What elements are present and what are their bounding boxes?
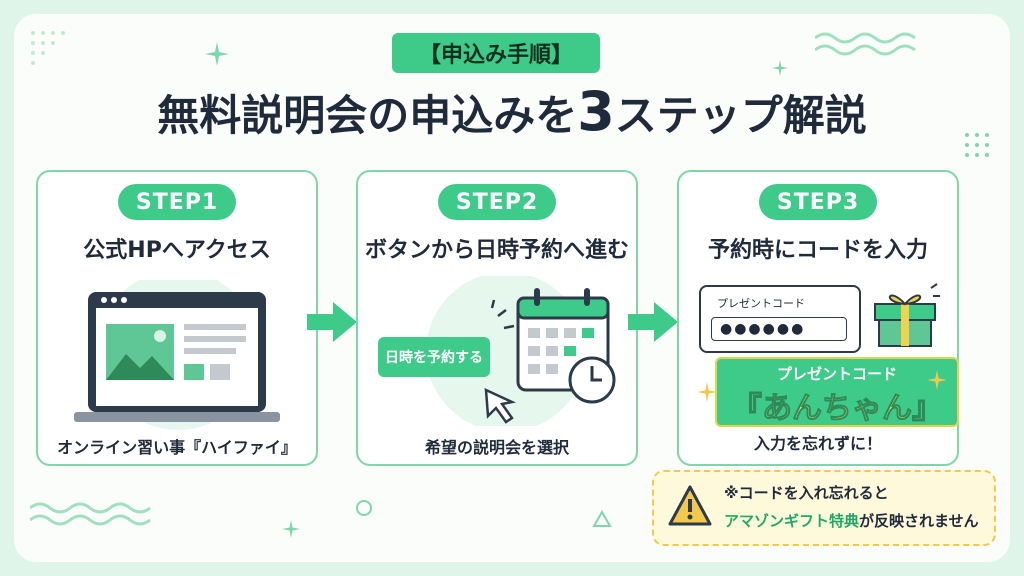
sparkle-icon (205, 42, 229, 66)
code-field-label: プレゼントコード (717, 297, 805, 310)
arrow-right-icon (307, 302, 357, 342)
title-post: ステップ解説 (614, 91, 867, 140)
sparkle-icon (927, 370, 947, 390)
warning-line2: アマゾンギフト特典が反映されません (724, 510, 979, 531)
step1-title: 公式HPへアクセス (83, 238, 271, 263)
sparkle-icon (282, 520, 300, 538)
calendar-clock-icon (426, 276, 616, 426)
warning-box: ※コードを入れ忘れると アマゾンギフト特典が反映されません (652, 470, 996, 546)
sparkle-icon (772, 60, 788, 76)
reserve-datetime-button[interactable]: 日時を予約する (378, 337, 490, 377)
step2-caption: 希望の説明会を選択 (424, 438, 569, 457)
warning-icon (668, 485, 712, 526)
title-pre: 無料説明会の申込みを (157, 91, 578, 140)
step2-title: ボタンから日時予約へ進む (364, 238, 629, 263)
step1-badge: STEP1 (118, 184, 236, 220)
step3-title: 予約時にコードを入力 (707, 238, 928, 263)
step2-panel: STEP2 ボタンから日時予約へ進む 日時を予約する 希望の説明会を選択 (356, 170, 638, 466)
present-code-label: プレゼントコード (776, 365, 897, 383)
procedure-tag: 【申込み手順】 (392, 33, 600, 73)
warning-line2-rest: が反映されません (859, 512, 979, 530)
step1-panel: STEP1 公式HPへアクセス オンライン習い事『ハイファイ』 (36, 170, 318, 466)
gift-icon (874, 283, 940, 347)
page-title: 無料説明会の申込みを3ステップ解説 (0, 80, 1024, 143)
arrow-right-icon (628, 302, 678, 342)
step2-badge: STEP2 (438, 184, 556, 220)
code-form: プレゼントコード ●●●●●● (699, 285, 861, 353)
step3-caption: 入力を忘れずに！ (753, 434, 882, 453)
step3-badge: STEP3 (759, 184, 877, 220)
laptop-icon (74, 280, 280, 430)
step3-panel: STEP3 予約時にコードを入力 プレゼントコード ●●●●●● プレゼントコー… (677, 170, 959, 466)
dots-decoration (31, 31, 65, 65)
present-code-banner: プレゼントコード 『あんちゃん』 (715, 357, 959, 427)
wave-decoration (30, 502, 151, 526)
triangle-decoration (592, 510, 612, 527)
warning-highlight: アマゾンギフト特典 (724, 512, 860, 530)
present-code-value: 『あんちゃん』 (732, 391, 943, 427)
warning-line1: ※コードを入れ忘れると (724, 484, 889, 502)
step1-caption: オンライン習い事『ハイファイ』 (57, 438, 297, 457)
sparkle-icon (697, 382, 717, 402)
circle-decoration (356, 500, 372, 516)
code-input[interactable]: ●●●●●● (711, 317, 847, 341)
dots-decoration (965, 133, 989, 157)
wave-decoration (815, 32, 916, 56)
title-number: 3 (577, 80, 615, 143)
